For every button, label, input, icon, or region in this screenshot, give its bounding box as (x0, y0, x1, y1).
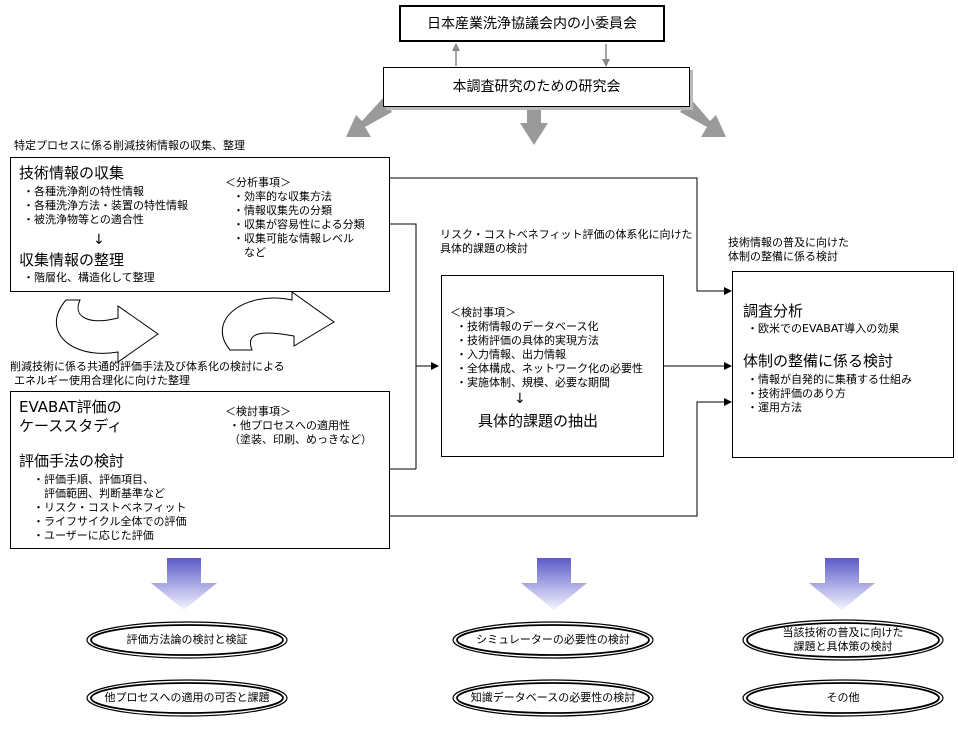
outcome-label: その他 (826, 691, 860, 704)
caption-line: 具体的課題の検討 (440, 242, 528, 255)
system-heading: 体制の整備に係る検討 (743, 352, 894, 370)
list-item: ・技術評価のあり方 (747, 387, 846, 400)
review-list: ・他プロセスへの適用性 （塗装、印刷、めっきなど） (229, 419, 372, 447)
method-list: ・評価手順、評価項目、 評価範囲、判断基準など ・リスク・コストベネフィット ・… (33, 473, 187, 543)
list-item: ・ライフサイクル全体での評価 (33, 515, 187, 528)
study-group-box: 本調査研究のための研究会 (383, 67, 690, 107)
outcome-label: 当該技術の普及に向けた 課題と具体策の検討 (743, 626, 943, 654)
outcome-label: 他プロセスへの適用の可否と課題 (104, 691, 270, 704)
caption-line: 体制の整備に係る検討 (728, 250, 838, 263)
issues-review-title: ＜検討事項＞ (450, 306, 516, 319)
list-item: ・欧米でのEVABAT導入の効果 (747, 322, 900, 335)
survey-list: ・欧米でのEVABAT導入の効果 (747, 322, 899, 336)
list-item: （塗装、印刷、めっきなど） (229, 433, 372, 446)
survey-heading: 調査分析 (743, 302, 804, 320)
list-item: ・収集が容易性による分類 (233, 218, 365, 231)
system-list: ・情報が自発的に集積する仕組み ・技術評価のあり方 ・運用方法 (747, 373, 912, 415)
list-item: ・効率的な収集方法 (233, 190, 332, 203)
list-item: ・全体構成、ネットワーク化の必要性 (456, 362, 643, 375)
list-item: ・技術情報のデータベース化 (456, 320, 599, 333)
cycle-arrows (55, 291, 335, 363)
info-organize-list: ・階層化、構造化して整理 (23, 271, 155, 285)
outcome-label-line: 課題と具体策の検討 (793, 640, 893, 653)
evabat-heading: EVABAT評価の ケーススタディ (19, 398, 122, 436)
committee-box: 日本産業洗浄協議会内の小委員会 (399, 5, 665, 42)
list-item: ・技術評価の具体的実現方法 (456, 334, 599, 347)
list-item: ・他プロセスへの適用性 (229, 419, 350, 432)
heading-line: EVABAT評価の (19, 398, 122, 416)
list-item: ・情報が自発的に集積する仕組み (747, 373, 912, 386)
info-collection-box: 技術情報の収集 ・各種洗浄剤の特性情報 ・各種洗浄方法・装置の特性情報 ・被洗浄… (10, 157, 390, 292)
caption-line: リスク・コストベネフィット評価の体系化に向けた (440, 228, 693, 241)
committee-link-arrows (452, 43, 610, 67)
method-heading: 評価手法の検討 (19, 452, 125, 470)
info-organize-heading: 収集情報の整理 (19, 251, 125, 269)
list-item: 評価範囲、判断基準など (33, 487, 165, 500)
left-bottom-caption: 削減技術に係る共通的評価手法及び体系化の検討による エネルギー使用合理化に向けた… (10, 360, 285, 388)
result-arrows (151, 558, 875, 610)
caption-line: 削減技術に係る共通的評価手法及び体系化の検討による (10, 360, 285, 373)
outcome-ovals (86, 619, 944, 717)
list-item: など (233, 246, 266, 259)
left-top-caption: 特定プロセスに係る削減技術情報の収集、整理 (14, 139, 245, 152)
list-item: ・情報収集先の分類 (233, 204, 332, 217)
committee-label: 日本産業洗浄協議会内の小委員会 (427, 15, 637, 32)
info-collection-list: ・各種洗浄剤の特性情報 ・各種洗浄方法・装置の特性情報 ・被洗浄物等との適合性 (23, 185, 188, 227)
list-item: ・各種洗浄剤の特性情報 (23, 185, 144, 198)
issues-result: 具体的課題の抽出 (478, 412, 599, 430)
down-arrow-glyph: ↓ (93, 232, 105, 248)
branch-arrows (346, 98, 726, 145)
middle-caption: リスク・コストベネフィット評価の体系化に向けた 具体的課題の検討 (440, 228, 693, 256)
outcome-label: シミュレーターの必要性の検討 (476, 633, 630, 646)
list-item: ・ユーザーに応じた評価 (33, 529, 154, 542)
issues-list: ・技術情報のデータベース化 ・技術評価の具体的実現方法 ・入力情報、出力情報 ・… (456, 320, 643, 390)
issues-box: ＜検討事項＞ ・技術情報のデータベース化 ・技術評価の具体的実現方法 ・入力情報… (441, 275, 664, 457)
list-item: ・運用方法 (747, 401, 802, 414)
outcome-label-line: 当該技術の普及に向けた (782, 626, 904, 639)
list-item: ・実施体制、規模、必要な期間 (456, 376, 610, 389)
evabat-box: EVABAT評価の ケーススタディ ＜検討事項＞ ・他プロセスへの適用性 （塗装… (10, 391, 390, 549)
heading-line: ケーススタディ (19, 417, 123, 435)
list-item: ・評価手順、評価項目、 (33, 473, 154, 486)
list-item: ・入力情報、出力情報 (456, 348, 566, 361)
analysis-list: ・効率的な収集方法 ・情報収集先の分類 ・収集が容易性による分類 ・収集可能な情… (233, 190, 365, 260)
list-item: ・収集可能な情報レベル (233, 232, 354, 245)
outcome-label: 評価方法論の検討と検証 (126, 633, 248, 646)
list-item: ・各種洗浄方法・装置の特性情報 (23, 199, 188, 212)
caption-line: エネルギー使用合理化に向けた整理 (14, 374, 190, 387)
review-title: ＜検討事項＞ (225, 405, 291, 418)
study-group-label: 本調査研究のための研究会 (452, 79, 621, 95)
connector-lines (389, 177, 732, 517)
dissemination-box: 調査分析 ・欧米でのEVABAT導入の効果 体制の整備に係る検討 ・情報が自発的… (732, 271, 954, 458)
outcome-label: 知識データベースの必要性の検討 (470, 691, 636, 704)
analysis-title: ＜分析事項＞ (225, 176, 291, 189)
list-item: ・階層化、構造化して整理 (23, 271, 155, 284)
list-item: ・リスク・コストベネフィット (33, 501, 187, 514)
right-caption: 技術情報の普及に向けた 体制の整備に係る検討 (728, 236, 849, 264)
down-arrow-glyph: ↓ (514, 391, 526, 407)
info-collection-heading: 技術情報の収集 (19, 164, 125, 182)
caption-line: 技術情報の普及に向けた (728, 236, 849, 249)
list-item: ・被洗浄物等との適合性 (23, 213, 144, 226)
